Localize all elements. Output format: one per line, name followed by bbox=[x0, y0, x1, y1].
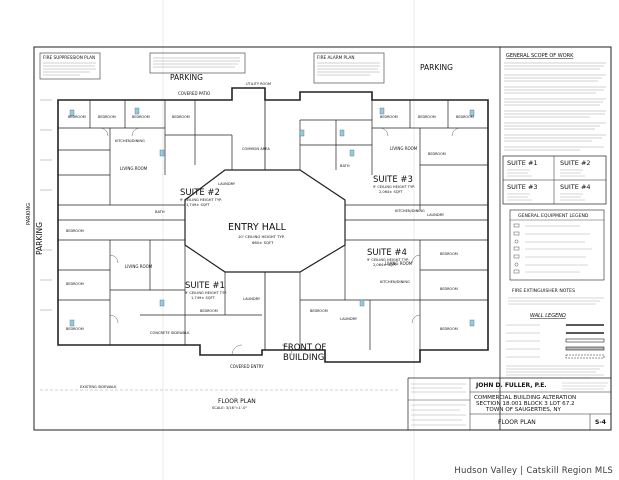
fire-suppression-title: FIRE SUPPRESSION PLAN bbox=[43, 55, 95, 60]
suite-4-label: SUITE #4 bbox=[367, 248, 407, 258]
kitchen-label-3: KITCHEN/DINING bbox=[380, 280, 410, 284]
suite-3-area: 2,064± SQFT bbox=[379, 190, 404, 194]
concrete-sidewalk-label: CONCRETE SIDEWALK bbox=[150, 331, 190, 335]
building-plan bbox=[40, 87, 489, 391]
fire-ext-title: FIRE EXTINGUISHER NOTES bbox=[512, 288, 575, 294]
plan-labels: PARKING PARKING PARKING PARKING COVERED … bbox=[26, 63, 474, 410]
suite-1-area: 1,749± SQFT bbox=[191, 296, 216, 300]
living-room-label-2: LIVING ROOM bbox=[125, 264, 153, 269]
bedroom-label-12: BEDROOM bbox=[440, 252, 458, 256]
parking-label-top-right: PARKING bbox=[420, 63, 453, 72]
living-room-label-3: LIVING ROOM bbox=[390, 146, 418, 151]
laundry-label-3: LAUNDRY bbox=[243, 297, 261, 301]
suite-3-label: SUITE #3 bbox=[373, 175, 413, 185]
fire-extinguisher-notes: FIRE EXTINGUISHER NOTES bbox=[508, 288, 604, 305]
wall-legend: WALL LEGEND bbox=[506, 313, 605, 379]
bedroom-label-6: BEDROOM bbox=[418, 115, 436, 119]
watermark-separator: | bbox=[520, 466, 524, 476]
suite-box-2: SUITE #2 bbox=[560, 159, 591, 167]
bedroom-label-7: BEDROOM bbox=[456, 115, 474, 119]
fire-suppression-note: FIRE SUPPRESSION PLAN bbox=[39, 52, 101, 80]
bedroom-label-5: BEDROOM bbox=[380, 115, 398, 119]
project-line-3: TOWN OF SAUGERTIES, NY bbox=[485, 407, 562, 413]
general-note-top bbox=[149, 52, 246, 74]
covered-patio-label: COVERED PATIO bbox=[178, 91, 210, 96]
sheet-number: S-4 bbox=[595, 419, 606, 426]
common-area-label: COMMON AREA bbox=[242, 147, 270, 151]
kitchen-label-1: KITCHEN/DINING bbox=[115, 139, 145, 143]
bath-label-1: BATH bbox=[340, 164, 350, 168]
title-block: JOHN D. FULLER, P.E. COMMERCIAL BUILDING… bbox=[407, 377, 611, 430]
existing-sidewalk-label: EXISTING SIDEWALK bbox=[80, 385, 117, 389]
sheet-title: FLOOR PLAN bbox=[498, 419, 536, 426]
parking-label-mid-left: PARKING bbox=[26, 203, 32, 225]
equipment-legend-title: GENERAL EQUIPMENT LEGEND bbox=[518, 213, 589, 219]
drawing-border bbox=[33, 46, 612, 431]
suite-1-label: SUITE #1 bbox=[185, 281, 225, 291]
mls-watermark: Hudson Valley|Catskill Region MLS bbox=[454, 466, 613, 476]
bedroom-label-1: BEDROOM bbox=[68, 115, 86, 119]
utility-room-label: UTILITY ROOM bbox=[246, 82, 271, 86]
suite-4-ceiling: 9' CEILING HEIGHT TYP. bbox=[367, 258, 409, 262]
front-of-building-1: FRONT OF bbox=[283, 343, 326, 353]
bedroom-label-3: BEDROOM bbox=[132, 115, 150, 119]
laundry-label-1: LAUNDRY bbox=[218, 182, 236, 186]
bedroom-label-13: BEDROOM bbox=[440, 287, 458, 291]
bedroom-label-9: BEDROOM bbox=[66, 229, 84, 233]
project-line-2: SECTION 18.001 BLOCK 3 LOT 67.2 bbox=[476, 401, 575, 407]
entry-hall-ceiling: 10' CEILING HEIGHT TYP. bbox=[238, 234, 285, 239]
bedroom-label-4: BEDROOM bbox=[172, 115, 190, 119]
entry-hall-label: ENTRY HALL bbox=[228, 222, 287, 233]
bedroom-label-2: BEDROOM bbox=[98, 115, 116, 119]
bedroom-label-14: BEDROOM bbox=[440, 327, 458, 331]
fire-alarm-title: FIRE ALARM PLAN bbox=[317, 55, 355, 60]
bath-label-2: BATH bbox=[155, 210, 165, 214]
wall-legend-title: WALL LEGEND bbox=[530, 313, 566, 319]
suite-2-label: SUITE #2 bbox=[180, 188, 220, 198]
parking-label-top-left: PARKING bbox=[170, 73, 203, 82]
covered-entry-label: COVERED ENTRY bbox=[230, 364, 264, 369]
living-room-label-4: LIVING ROOM bbox=[385, 261, 413, 266]
bedroom-label-15: BEDROOM bbox=[200, 309, 218, 313]
laundry-label-2: LAUNDRY bbox=[427, 213, 445, 217]
general-scope-panel: GENERAL SCOPE OF WORK SUITE #1 SUITE #2 … bbox=[499, 47, 607, 430]
watermark-part-1: Hudson Valley bbox=[454, 466, 518, 476]
parking-label-left: PARKING bbox=[35, 222, 44, 255]
suite-box-1: SUITE #1 bbox=[507, 159, 538, 167]
kitchen-label-2: KITCHEN/DINING bbox=[395, 209, 425, 213]
entry-hall-area: 660± SQFT bbox=[252, 240, 274, 245]
floor-plan-scale: SCALE: 3/16"=1'-0" bbox=[212, 406, 247, 410]
watermark-part-2: Catskill Region MLS bbox=[526, 466, 613, 476]
suite-2-area: 1,749± SQFT bbox=[186, 203, 211, 207]
floor-plan-caption: FLOOR PLAN bbox=[218, 398, 256, 405]
project-line-1: COMMERCIAL BUILDING ALTERATION bbox=[474, 395, 576, 401]
bedroom-label-10: BEDROOM bbox=[66, 282, 84, 286]
suite-3-ceiling: 9' CEILING HEIGHT TYP. bbox=[373, 185, 415, 189]
suite-box-3: SUITE #3 bbox=[507, 183, 538, 191]
laundry-label-4: LAUNDRY bbox=[340, 317, 358, 321]
suite-summary-box: SUITE #1 SUITE #2 SUITE #3 SUITE #4 bbox=[502, 155, 607, 205]
bedroom-label-11: BEDROOM bbox=[66, 327, 84, 331]
suite-1-ceiling: 9' CEILING HEIGHT TYP. bbox=[185, 291, 227, 295]
bedroom-label-16: BEDROOM bbox=[310, 309, 328, 313]
suite-4-area: 2,064± SQFT bbox=[373, 263, 398, 267]
living-room-label-1: LIVING ROOM bbox=[120, 166, 148, 171]
equipment-legend: GENERAL EQUIPMENT LEGEND bbox=[509, 209, 605, 281]
general-scope-title: GENERAL SCOPE OF WORK bbox=[506, 53, 574, 59]
bedroom-label-8: BEDROOM bbox=[428, 152, 446, 156]
suite-box-4: SUITE #4 bbox=[560, 183, 591, 191]
fire-alarm-note: FIRE ALARM PLAN bbox=[313, 52, 385, 84]
engineer-name: JOHN D. FULLER, P.E. bbox=[475, 382, 547, 389]
suite-2-ceiling: 9' CEILING HEIGHT TYP. bbox=[180, 198, 222, 202]
front-of-building-2: BUILDING bbox=[283, 353, 324, 363]
